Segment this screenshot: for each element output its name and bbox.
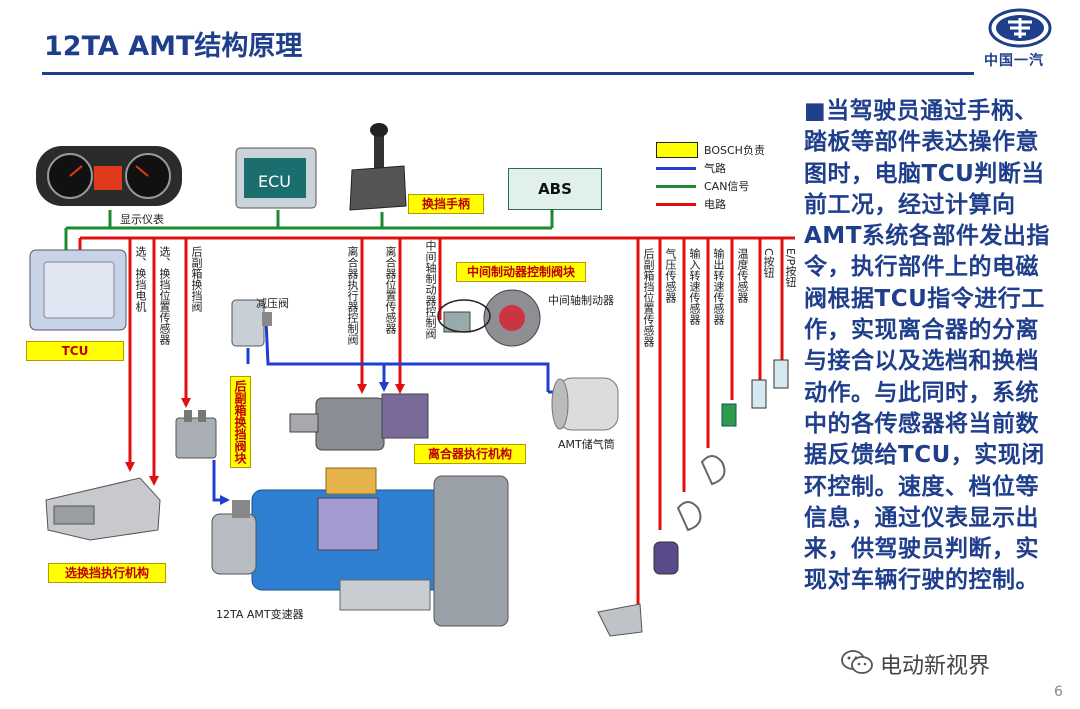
- legend-label-air: 气路: [704, 162, 726, 175]
- legend-item-can: CAN信号: [656, 178, 796, 194]
- logo-name: 中国一汽: [984, 53, 1044, 69]
- shift-lever-icon: [349, 123, 407, 211]
- wire-label-rear-shift-valve: 后副箱换挡阀: [190, 246, 203, 312]
- legend-label-can: CAN信号: [704, 180, 750, 193]
- faw-logo-icon: [988, 8, 1052, 48]
- description-text: ■当驾驶员通过手柄、踏板等部件表达操作意图时，电脑TCU判断当前工况，经过计算向…: [804, 98, 1050, 594]
- watermark-text: 电动新视界: [880, 654, 991, 679]
- valve-block-label: 中间制动器控制阀块: [456, 262, 586, 282]
- abs-box: ABS: [508, 168, 602, 210]
- pressure-reducer-icon: [231, 299, 272, 347]
- legend-swatch-can: [656, 185, 696, 188]
- wire-label-clutch-sensor: 离合器位置传感器: [384, 246, 397, 334]
- legend-item-bosch: BOSCH负责: [656, 142, 796, 158]
- wire-label-select-motor: 选、换挡电机: [134, 246, 147, 312]
- wire-label-c-button: C按钮: [762, 248, 775, 278]
- wire-label-mid-brake-valve: 中间轴制动器控制阀: [424, 240, 437, 339]
- tcu-label: TCU: [26, 341, 124, 361]
- gearbox-label: 12TA AMT变速器: [216, 608, 304, 621]
- dashboard-label: 显示仪表: [120, 213, 164, 226]
- wire-label-rear-pos-sensor: 后副箱挡位置传感器: [642, 248, 655, 347]
- rear-valve-label: 后副箱换挡阀块: [230, 376, 251, 468]
- shift-actuator-icon: [45, 477, 161, 541]
- mid-brake-label: 中间轴制动器: [548, 294, 614, 307]
- sensor-icons: [597, 359, 789, 637]
- legend-swatch-air: [656, 167, 696, 170]
- legend-label-electric: 电路: [704, 198, 726, 211]
- clutch-actuator-label: 离合器执行机构: [414, 444, 526, 464]
- pressure-reducer-label: 减压阀: [256, 297, 289, 310]
- shift-actuator-label: 选换挡执行机构: [48, 563, 166, 583]
- title-divider: [42, 72, 974, 75]
- mid-brake-icon: [437, 289, 541, 347]
- legend-swatch-electric: [656, 203, 696, 206]
- clutch-actuator-icon: [289, 393, 429, 451]
- tcu-icon: [29, 249, 127, 331]
- ecu-icon: [235, 147, 317, 209]
- ecu-label: ECU: [258, 172, 291, 191]
- legend-label-bosch: BOSCH负责: [704, 144, 765, 157]
- rear-valve-icon: [175, 410, 217, 459]
- wechat-icon: [841, 650, 873, 674]
- wire-label-output-speed: 输出转速传感器: [712, 248, 725, 325]
- air-tank-icon: [551, 377, 619, 431]
- wire-label-clutch-valve: 离合器执行器控制阀: [346, 246, 359, 345]
- legend-item-air: 气路: [656, 160, 796, 176]
- wire-label-ep-button: E/P按钮: [784, 248, 797, 288]
- wire-label-input-speed: 输入转速传感器: [688, 248, 701, 325]
- legend-swatch-bosch: [656, 142, 698, 158]
- legend-item-electric: 电路: [656, 196, 796, 212]
- air-tank-label: AMT储气筒: [558, 438, 615, 451]
- dashboard-icon: [36, 146, 182, 206]
- wire-label-air-sensor: 气压传感器: [664, 248, 677, 303]
- page-number: 6: [1054, 684, 1063, 700]
- page-title: 12TA AMT结构原理: [44, 31, 303, 62]
- wire-label-temp-sensor: 温度传感器: [736, 248, 749, 303]
- wire-label-select-sensor: 选、换挡位置传感器: [158, 246, 171, 345]
- gearbox-icon: [211, 467, 509, 627]
- shift-lever-label: 换挡手柄: [408, 194, 484, 214]
